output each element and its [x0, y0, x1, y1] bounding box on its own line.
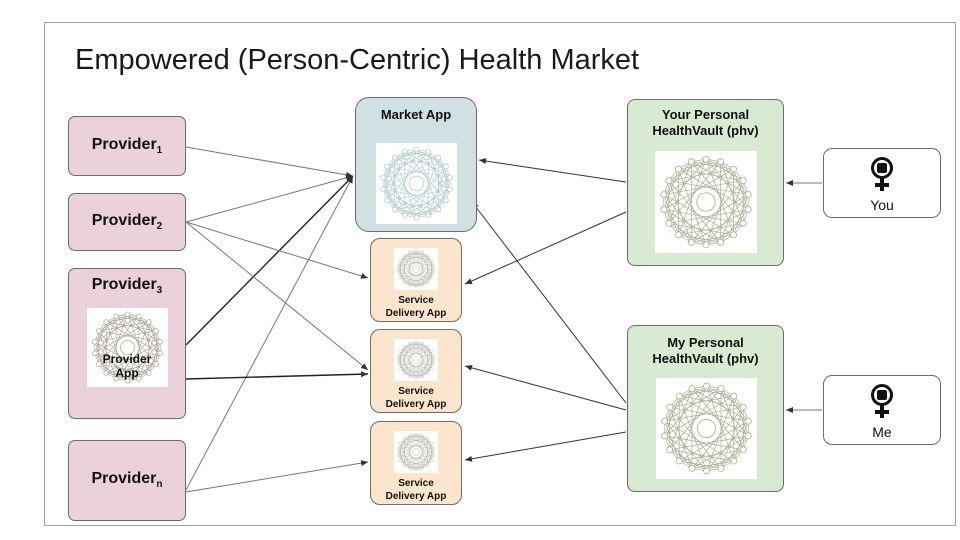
- network-graph-icon: [661, 382, 752, 475]
- link-provider2-market: [185, 174, 354, 223]
- service-app-3-network-image: [394, 431, 438, 473]
- person-you-label: You: [870, 197, 894, 213]
- link-provider3-market: [185, 175, 354, 346]
- my-personal-healthvault[interactable]: My Personal HealthVault (phv): [627, 325, 784, 492]
- link-yourvault-market: [478, 158, 627, 183]
- provider-1-box[interactable]: Provider1: [68, 116, 186, 176]
- female-fist-icon: [871, 157, 893, 191]
- provider-2-label: Provider2: [91, 212, 163, 232]
- link-provider1-market: [185, 146, 354, 178]
- link-provider2-service2: [185, 221, 369, 371]
- link-provider2-service1: [185, 221, 369, 279]
- diagram-title: Empowered (Person-Centric) Health Market: [75, 44, 640, 76]
- female-fist-icon: [871, 384, 893, 418]
- market-app-network-image: [376, 143, 457, 224]
- market-app-box[interactable]: Market App: [355, 97, 477, 232]
- provider-1-label: Provider1: [91, 136, 163, 156]
- network-graph-icon: [397, 249, 435, 289]
- network-graph-icon: [380, 146, 453, 221]
- link-providern-market: [185, 175, 354, 491]
- service-delivery-app-2[interactable]: Service Delivery App: [370, 329, 462, 413]
- provider-app-label: Provider App: [102, 352, 152, 381]
- network-graph-icon: [660, 155, 752, 249]
- network-graph-icon: [397, 432, 435, 472]
- service-app-3-label: Service Delivery App: [385, 478, 447, 502]
- service-app-1-label: Service Delivery App: [385, 295, 447, 319]
- link-provider3-service2: [185, 371, 369, 380]
- service-app-2-label: Service Delivery App: [385, 386, 447, 410]
- person-me-box[interactable]: Me: [823, 375, 941, 445]
- person-you-box[interactable]: You: [823, 148, 941, 218]
- provider-3-label: Provider3: [91, 276, 163, 296]
- link-providern-service3: [185, 460, 369, 493]
- link-myvault-service2: [464, 364, 627, 411]
- network-graph-icon: [92, 311, 163, 384]
- link-yourvault-service1: [464, 211, 627, 285]
- link-myvault-market: [471, 201, 627, 404]
- your-personal-healthvault[interactable]: Your Personal HealthVault (phv): [627, 99, 784, 266]
- service-delivery-app-1[interactable]: Service Delivery App: [370, 238, 462, 322]
- provider-3-box[interactable]: Provider3 Provider App: [68, 268, 186, 419]
- network-graph-icon: [397, 340, 435, 380]
- provider-n-box[interactable]: Providern: [68, 440, 186, 521]
- your-vault-network-image: [655, 151, 757, 253]
- diagram-frame: [44, 22, 956, 526]
- provider-n-label: Providern: [91, 470, 163, 490]
- my-vault-title: My Personal HealthVault (phv): [652, 335, 759, 366]
- link-myvault-service3: [464, 431, 627, 462]
- provider-app-network-image: [87, 308, 168, 387]
- market-app-title: Market App: [380, 107, 452, 122]
- service-app-1-network-image: [394, 248, 438, 290]
- provider-2-box[interactable]: Provider2: [68, 193, 186, 251]
- service-delivery-app-3[interactable]: Service Delivery App: [370, 421, 462, 505]
- my-vault-network-image: [656, 378, 757, 479]
- your-vault-title: Your Personal HealthVault (phv): [652, 107, 759, 138]
- service-app-2-network-image: [394, 339, 438, 381]
- person-me-label: Me: [872, 424, 892, 440]
